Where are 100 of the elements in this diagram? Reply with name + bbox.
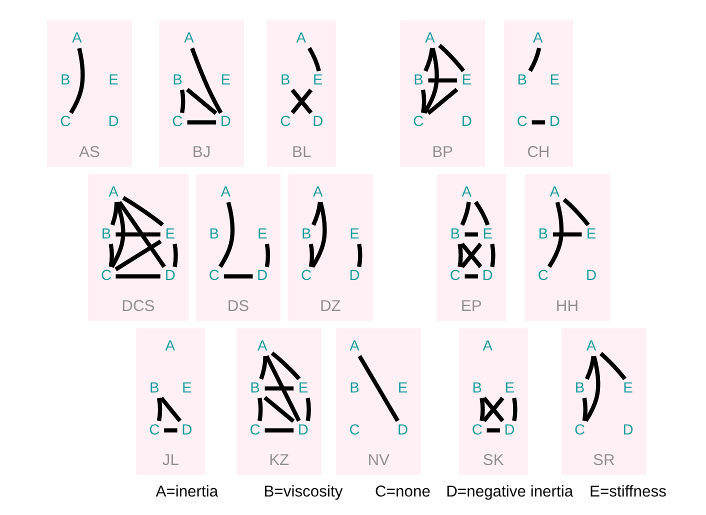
node-text: C <box>249 422 260 438</box>
node-text: C <box>300 268 312 284</box>
connector <box>264 244 270 268</box>
node-text: C <box>574 422 585 438</box>
connector <box>290 88 312 114</box>
node-text: A <box>312 184 322 200</box>
connector <box>598 352 626 380</box>
connector <box>422 48 438 114</box>
connector <box>482 396 504 422</box>
connector <box>490 244 495 268</box>
connector <box>473 200 490 226</box>
node-text: D <box>256 268 268 284</box>
connector <box>512 398 517 422</box>
connector <box>186 120 216 124</box>
node-text: B <box>349 380 359 396</box>
node-text: D <box>586 268 596 284</box>
node-text: D <box>181 422 192 438</box>
node-text: E <box>220 72 230 88</box>
node-text: C <box>148 422 160 438</box>
connector <box>180 90 185 114</box>
connector <box>426 88 458 115</box>
connector <box>562 198 590 226</box>
node-text: B <box>60 72 70 88</box>
label: E=stiffness <box>589 483 666 500</box>
connector <box>464 232 478 237</box>
node-text: E <box>482 226 492 242</box>
connector <box>428 78 457 83</box>
connector <box>223 274 252 278</box>
connector <box>172 244 178 268</box>
connector <box>457 244 462 268</box>
connector <box>460 202 470 226</box>
node-text: B <box>538 226 548 242</box>
connector <box>306 46 320 72</box>
connector <box>218 202 234 268</box>
node-text: C <box>412 114 424 130</box>
node-text: A <box>108 184 118 200</box>
node-text: C <box>60 114 70 130</box>
node-text: E <box>549 72 560 88</box>
node-text: A <box>220 184 230 200</box>
connector <box>531 120 545 124</box>
node-text: C <box>471 422 482 438</box>
node-text: E <box>504 380 514 396</box>
node-text: B <box>172 72 182 88</box>
connector <box>190 48 222 114</box>
node-text: E <box>622 380 632 396</box>
connector <box>264 386 294 391</box>
node-text: D <box>220 114 230 130</box>
connector <box>310 202 326 268</box>
node-text: D <box>164 268 175 284</box>
connector <box>117 200 166 268</box>
node-text: E <box>586 226 596 242</box>
node-text: E <box>108 72 118 88</box>
connector <box>159 396 182 422</box>
node-text: B <box>413 72 423 88</box>
connector <box>114 240 162 272</box>
connector <box>264 355 300 422</box>
connector <box>486 428 500 432</box>
node-text: C <box>208 268 219 284</box>
node-text: B <box>149 380 159 396</box>
node-text: E <box>182 380 192 396</box>
connector <box>115 274 160 278</box>
label: C=none <box>374 483 430 500</box>
connector <box>460 242 482 268</box>
node-text: A <box>586 338 596 354</box>
node-text: A <box>164 338 175 354</box>
connector <box>257 398 262 422</box>
connector <box>438 44 465 72</box>
node-text: C <box>449 268 460 284</box>
node-text: D <box>460 114 472 130</box>
node-text: B <box>280 72 290 88</box>
connector <box>115 232 160 237</box>
node-text: B <box>516 72 527 88</box>
node-text: D <box>482 268 492 284</box>
connector <box>262 396 294 423</box>
node-text: D <box>297 422 308 438</box>
connector <box>156 398 162 422</box>
node-text: B <box>472 380 482 396</box>
node-text: E <box>461 72 472 88</box>
node-text: C <box>537 268 548 284</box>
node-text: C <box>516 114 527 130</box>
node-text: B <box>208 226 219 242</box>
node-text: D <box>622 422 633 438</box>
connector <box>108 244 114 268</box>
node-text: E <box>164 226 175 242</box>
connector <box>420 90 426 114</box>
node-text: A <box>256 338 267 354</box>
connector <box>582 398 587 422</box>
node-text: E <box>397 380 408 396</box>
node-text: A <box>482 338 492 354</box>
node-text: E <box>298 380 308 396</box>
label: D=negative inertia <box>446 483 573 500</box>
connector <box>258 356 267 380</box>
connector <box>584 356 596 380</box>
connector <box>110 202 118 226</box>
connector <box>270 352 300 380</box>
node-text: A <box>461 184 472 200</box>
node-text: B <box>300 226 311 242</box>
node-text: E <box>312 72 322 88</box>
node-text: C <box>280 114 290 130</box>
connector <box>122 196 164 227</box>
